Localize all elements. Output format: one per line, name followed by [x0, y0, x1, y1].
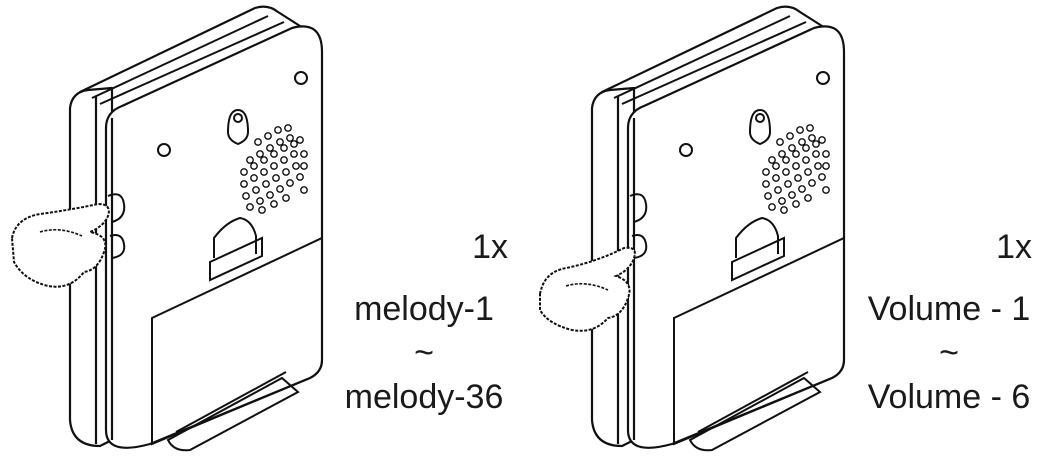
hand-pointer-icon [10, 202, 110, 288]
side-button-top [629, 193, 648, 223]
screw-hole-right [294, 71, 308, 85]
range-separator: ~ [414, 334, 434, 372]
battery-door [151, 236, 323, 446]
keyhole-hanger [226, 108, 250, 146]
device-illustration-volume [539, 5, 846, 452]
side-button-bottom [631, 234, 648, 259]
belt-clip [735, 216, 779, 258]
belt-clip [213, 216, 257, 258]
range-separator: ~ [939, 334, 959, 372]
device-back-shell [78, 5, 302, 114]
press-count: 1x [472, 228, 508, 266]
press-count: 1x [996, 228, 1032, 266]
hand-pointer-icon [539, 246, 636, 332]
keyhole-hanger [748, 108, 772, 146]
speaker-grille [762, 124, 830, 214]
device-stand [166, 376, 300, 452]
range-start: Volume - 1 [867, 290, 1031, 328]
range-start: melody-1 [354, 290, 494, 328]
screw-hole-left [679, 143, 693, 157]
speaker-grille [240, 124, 308, 214]
melody-panel: 1x melody-1 ~ melody-36 [0, 0, 522, 462]
range-end: Volume - 6 [867, 378, 1031, 416]
side-button-bottom [109, 234, 126, 259]
device-illustration-melody [10, 5, 324, 452]
side-button-top [107, 193, 126, 223]
range-end: melody-36 [344, 378, 504, 416]
device-stand [688, 376, 822, 452]
screw-hole-left [157, 143, 171, 157]
volume-panel: 1x Volume - 1 ~ Volume - 6 [522, 0, 1045, 462]
battery-door [673, 236, 845, 446]
screw-hole-right [816, 71, 830, 85]
device-back-shell [600, 5, 824, 114]
